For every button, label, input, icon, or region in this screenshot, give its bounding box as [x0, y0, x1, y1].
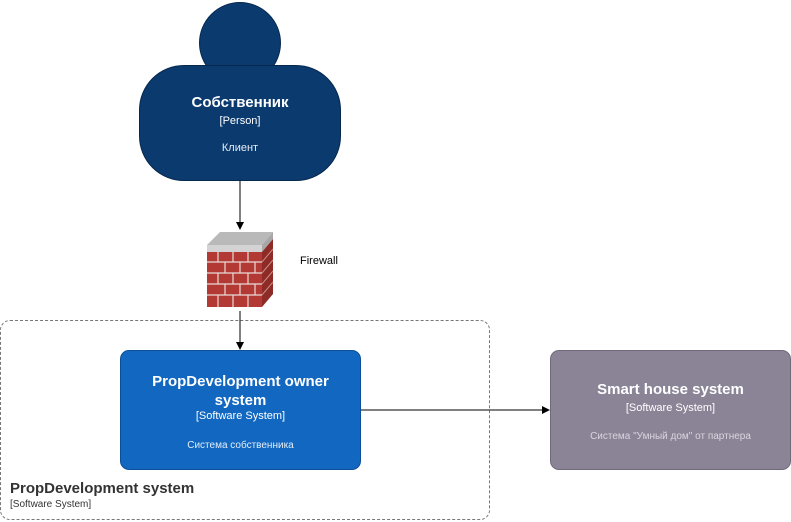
- brick-wall-icon: [207, 232, 274, 307]
- person-owner[interactable]: Собственник [Person] Клиент: [139, 65, 341, 181]
- owner-system-description: Система собственника: [187, 440, 294, 451]
- owner-system-box[interactable]: PropDevelopment owner system [Software S…: [120, 350, 361, 470]
- system-boundary[interactable]: [0, 320, 490, 520]
- owner-system-type: [Software System]: [195, 410, 286, 422]
- smart-house-system-box[interactable]: Smart house system [Software System] Сис…: [550, 350, 791, 470]
- owner-system-title: PropDevelopment owner system: [152, 373, 329, 409]
- smart-house-title: Smart house system: [597, 381, 744, 398]
- boundary-title: PropDevelopment system: [10, 480, 195, 497]
- person-type: [Person]: [219, 115, 261, 127]
- person-description: Клиент: [221, 142, 259, 154]
- person-title: Собственник: [191, 94, 289, 111]
- smart-house-type: [Software System]: [625, 402, 716, 414]
- smart-house-description: Система "Умный дом" от партнера: [590, 431, 751, 442]
- boundary-type: [Software System]: [10, 499, 92, 510]
- firewall-label: Firewall: [300, 255, 338, 267]
